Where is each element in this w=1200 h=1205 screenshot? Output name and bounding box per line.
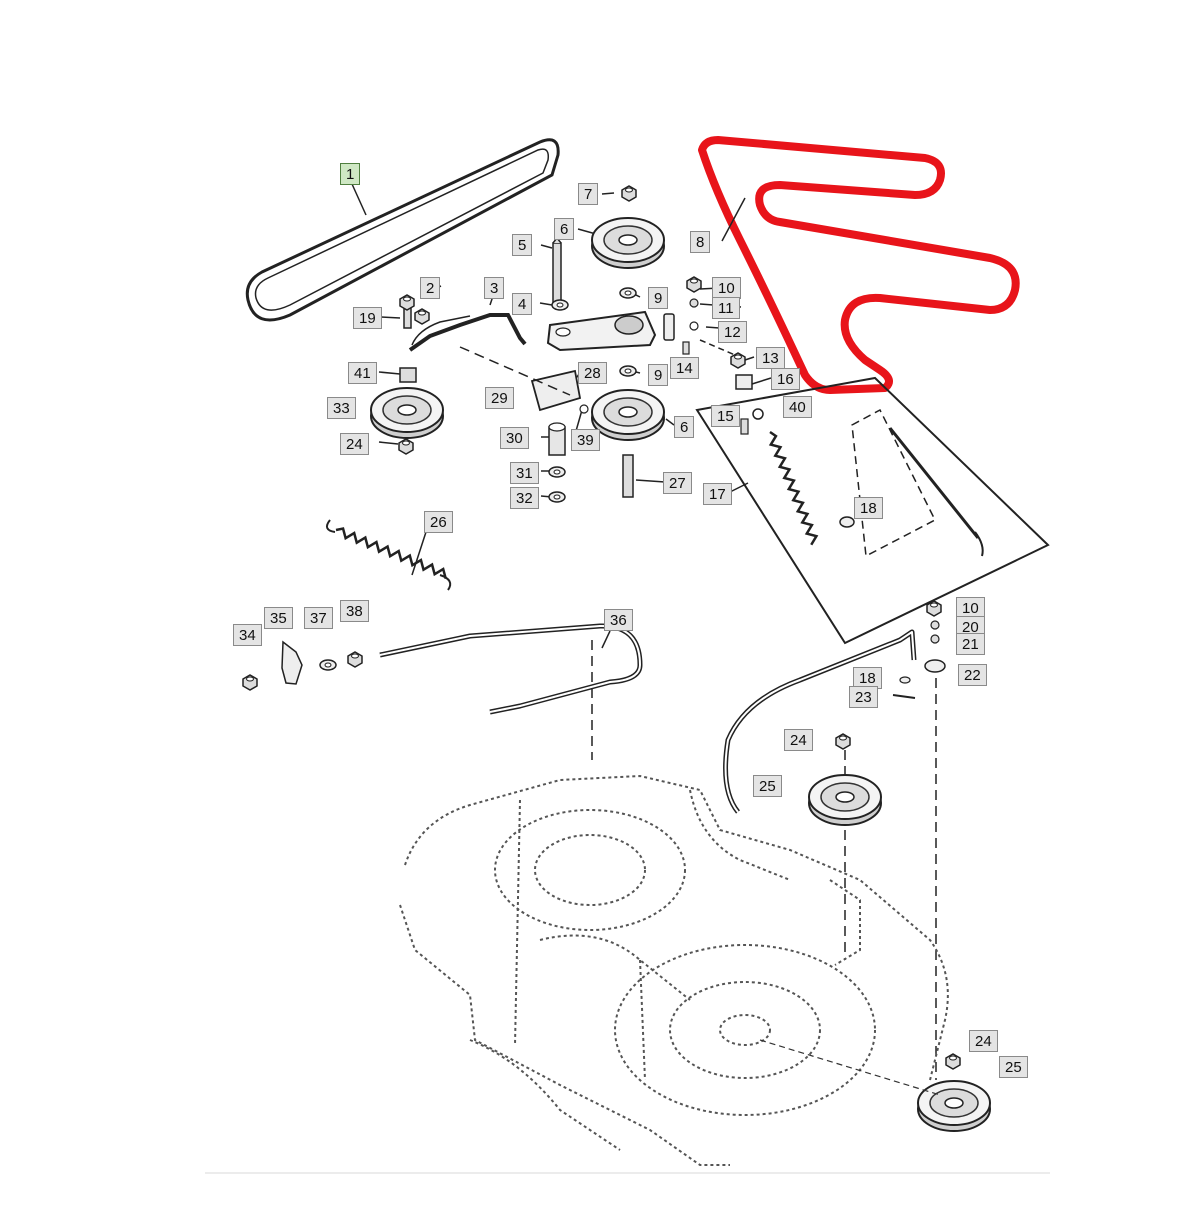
lift-rod-group [242, 623, 643, 760]
part-callout-24[interactable]: 24 [784, 729, 813, 751]
part-callout-15[interactable]: 15 [711, 405, 740, 427]
part-callout-25[interactable]: 25 [753, 775, 782, 797]
part-callout-38[interactable]: 38 [340, 600, 369, 622]
part-callout-14[interactable]: 14 [670, 357, 699, 379]
idler-assembly [530, 185, 736, 503]
part-callout-39[interactable]: 39 [571, 429, 600, 451]
part-callout-11[interactable]: 11 [712, 297, 740, 319]
part-callout-8[interactable]: 8 [690, 231, 711, 253]
deck-pulleys [808, 733, 991, 1132]
part-callout-31[interactable]: 31 [510, 462, 539, 484]
part-callout-7[interactable]: 7 [578, 183, 599, 205]
part-callout-24[interactable]: 24 [340, 433, 369, 455]
part-callout-9[interactable]: 9 [648, 287, 669, 309]
part-callout-1[interactable]: 1 [340, 163, 361, 185]
part-callout-6[interactable]: 6 [554, 218, 575, 240]
part-callout-23[interactable]: 23 [849, 686, 878, 708]
part-callout-41[interactable]: 41 [348, 362, 377, 384]
part-callout-32[interactable]: 32 [510, 487, 539, 509]
part-callout-5[interactable]: 5 [512, 234, 533, 256]
part-callout-27[interactable]: 27 [663, 472, 692, 494]
part-callout-33[interactable]: 33 [327, 397, 356, 419]
right-linkage-group [723, 600, 946, 1080]
part-callout-25[interactable]: 25 [999, 1056, 1028, 1078]
part-callout-3[interactable]: 3 [484, 277, 505, 299]
footer-divider [205, 1172, 1050, 1174]
part-callout-16[interactable]: 16 [771, 368, 800, 390]
part-callout-30[interactable]: 30 [500, 427, 529, 449]
left-bracket-group [370, 294, 571, 455]
part-callout-37[interactable]: 37 [304, 607, 333, 629]
part-callout-22[interactable]: 22 [958, 664, 987, 686]
part-callout-4[interactable]: 4 [512, 293, 533, 315]
part-callout-21[interactable]: 21 [956, 633, 985, 655]
part-callout-13[interactable]: 13 [756, 347, 785, 369]
part-callout-35[interactable]: 35 [264, 607, 293, 629]
highlighted-belt-part-8 [698, 136, 1020, 394]
part-callout-9[interactable]: 9 [648, 364, 669, 386]
part-callout-34[interactable]: 34 [233, 624, 262, 646]
part-callout-26[interactable]: 26 [424, 511, 453, 533]
part-callout-36[interactable]: 36 [604, 609, 633, 631]
part-callout-17[interactable]: 17 [703, 483, 732, 505]
belt-part-1 [245, 138, 560, 322]
part-callout-12[interactable]: 12 [718, 321, 747, 343]
part-callout-40[interactable]: 40 [783, 396, 812, 418]
mower-deck-outline [399, 774, 949, 1166]
part-callout-18[interactable]: 18 [853, 667, 882, 689]
part-callout-18[interactable]: 18 [854, 497, 883, 519]
spring-part-26 [325, 519, 452, 591]
part-callout-28[interactable]: 28 [578, 362, 607, 384]
part-callout-29[interactable]: 29 [485, 387, 514, 409]
part-callout-6[interactable]: 6 [674, 416, 695, 438]
part-callout-19[interactable]: 19 [353, 307, 382, 329]
part-callout-10[interactable]: 10 [712, 277, 741, 299]
part-callout-2[interactable]: 2 [420, 277, 441, 299]
part-callout-24[interactable]: 24 [969, 1030, 998, 1052]
